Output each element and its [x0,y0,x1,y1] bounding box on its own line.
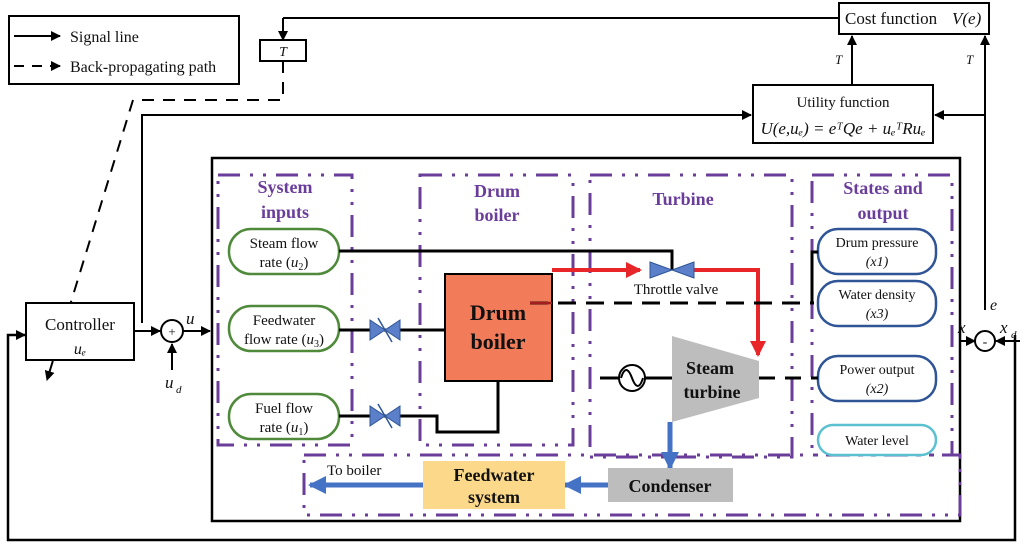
section-system-inputs [216,173,354,447]
delay-block: T [44,17,838,381]
t-switch-2-label: T [966,52,974,67]
legend: Signal line Back-propagating path [8,15,240,85]
u-label: u [186,309,195,328]
heading-states-2: output [857,203,908,223]
svg-text:rate (u2): rate (u2) [260,255,309,273]
drum-boiler: Drum boiler [444,273,553,382]
section-states-output [810,173,954,457]
heading-drum-boiler-1: Drum [474,181,520,201]
svg-text:(x2): (x2) [866,382,889,397]
controller-output: uₑ [74,341,86,358]
svg-text:Drum: Drum [470,300,526,325]
input-fuel-flow: Fuel flow rate (u1) [227,392,341,441]
svg-text:Feedwater: Feedwater [253,313,315,329]
section-drum-boiler [418,173,575,447]
t-switch-1-label: T [835,52,843,67]
svg-text:rate (u1): rate (u1) [260,420,309,438]
input-feedwater-flow: Feedwater flow rate (u3) [227,304,341,353]
sum-plus-sign: + [168,324,175,339]
svg-text:Water density: Water density [838,288,915,303]
svg-text:Power output: Power output [839,363,914,378]
svg-text:(x1): (x1) [866,255,889,270]
svg-text:system: system [468,487,520,507]
utility-function-formula: U(e,uₑ) = eᵀQe + uₑᵀRuₑ [760,119,925,138]
section-feedwater [302,453,962,517]
plant-box [210,156,962,523]
output-water-density: Water density (x3) [816,279,938,328]
controller-label: Controller [45,315,115,334]
svg-text:(x3): (x3) [866,307,889,322]
sum-minus-sign: - [983,335,988,350]
svg-text:Water level: Water level [845,434,909,449]
delay-label: T [279,45,288,60]
legend-signal-line: Signal line [70,29,139,46]
condenser: Condenser [608,468,733,502]
utility-function-label: Utility function [797,95,890,111]
steam-turbine: Steam turbine [672,336,759,422]
feedwater-system: Feedwater system [423,461,565,509]
svg-text:Condenser: Condenser [628,476,711,496]
fuel-valve-icon [369,403,401,429]
heading-system-inputs-2: inputs [261,202,309,222]
disturbance-sub: d [176,384,182,396]
to-boiler-label: To boiler [327,463,381,479]
heading-states-1: States and [843,178,923,198]
heading-turbine: Turbine [652,189,713,209]
output-water-level: Water level [816,423,938,457]
throttle-valve-label: Throttle valve [634,282,719,298]
input-steam-flow: Steam flow rate (u2) [227,227,341,276]
xd-sub: d [1011,329,1017,341]
svg-text:Feedwater: Feedwater [454,465,535,485]
x-label: x [957,318,966,337]
output-power: Power output (x2) [816,354,938,403]
cost-function-label: Cost function [845,9,938,28]
svg-text:Fuel flow: Fuel flow [255,401,313,417]
throttle-valve-icon [649,261,695,279]
controller-block: Controller uₑ [25,302,135,361]
cost-function-block: Cost function V(e) [838,2,990,35]
heading-system-inputs-1: System [258,177,313,197]
cost-function-formula: V(e) [952,9,982,28]
xd-label: x [999,318,1008,337]
disturbance-label: u [165,373,174,392]
utility-function-block: Utility function U(e,uₑ) = eᵀQe + uₑᵀRuₑ [752,84,934,144]
feedwater-valve-icon [369,317,401,343]
back-propagating-path [44,61,284,381]
heading-drum-boiler-2: boiler [475,205,520,225]
svg-text:Steam: Steam [686,358,734,378]
svg-text:boiler: boiler [471,329,526,354]
output-drum-pressure: Drum pressure (x1) [816,227,938,276]
svg-text:turbine: turbine [683,382,740,402]
legend-back-propagating: Back-propagating path [70,59,216,76]
svg-text:Steam flow: Steam flow [250,236,319,252]
e-label: e [990,297,997,314]
svg-text:flow rate (u3): flow rate (u3) [244,332,324,350]
svg-text:Drum pressure: Drum pressure [836,236,919,251]
section-turbine [588,173,794,459]
